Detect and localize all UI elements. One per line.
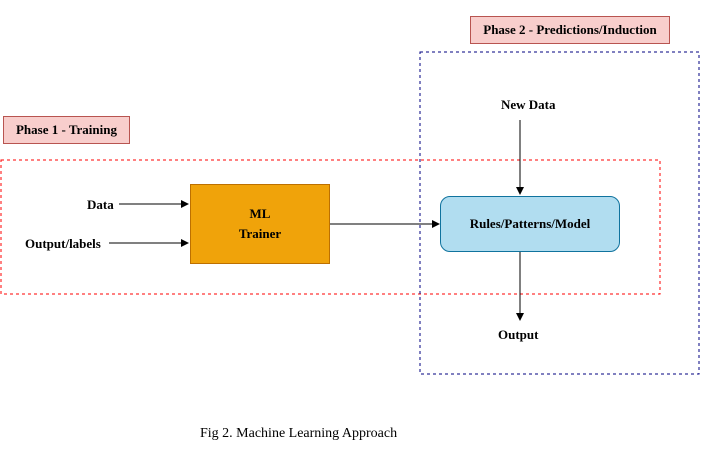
phase1-region <box>0 159 661 295</box>
trainer-line1: ML <box>249 206 271 221</box>
phase2-region <box>419 51 700 375</box>
figure-caption: Fig 2. Machine Learning Approach <box>200 426 398 441</box>
new-data-label: New Data <box>501 97 556 112</box>
model-label: Rules/Patterns/Model <box>469 216 591 231</box>
data-input-label: Data <box>87 197 114 212</box>
phase1-label: Phase 1 - Training <box>3 116 130 144</box>
labels-input-label: Output/labels <box>25 236 101 251</box>
rules-patterns-model-box: Rules/Patterns/Model <box>440 196 620 252</box>
output-label: Output <box>498 327 539 342</box>
phase2-label: Phase 2 - Predictions/Induction <box>470 16 670 44</box>
ml-trainer-box: ML Trainer <box>190 184 330 264</box>
trainer-line2: Trainer <box>238 226 282 241</box>
